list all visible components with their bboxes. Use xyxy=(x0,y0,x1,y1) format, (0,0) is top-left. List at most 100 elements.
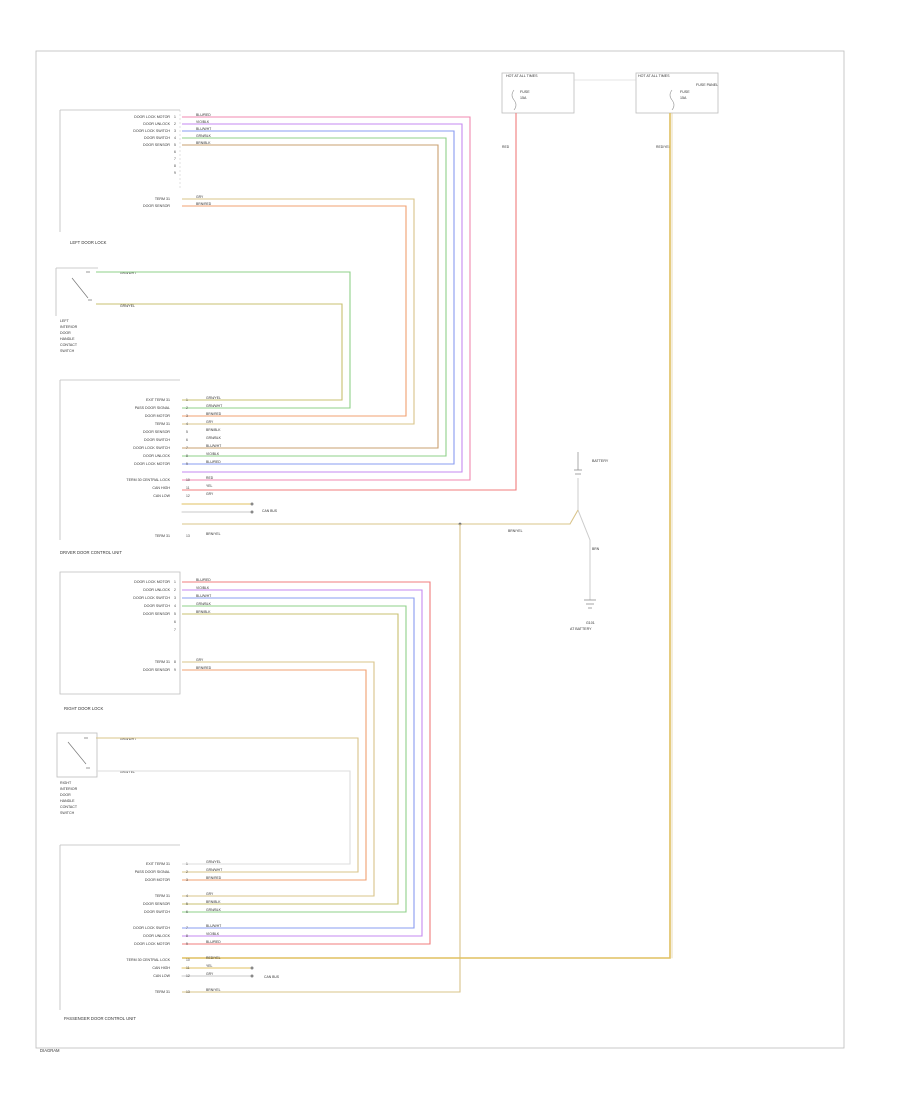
driver-unit-wire-label: BRN/RED xyxy=(206,412,222,416)
right-lock-pin: 3 xyxy=(174,596,176,600)
left-lock-wire xyxy=(182,137,447,457)
driver-unit-wire-label: VIO/BLK xyxy=(206,452,220,456)
right-lock-wire xyxy=(182,613,399,905)
pass-unit-wire-label: GRN/BLK xyxy=(206,908,222,912)
left-lock-label: DOOR LOCK MOTOR xyxy=(134,115,170,119)
pass-unit-wire-label: BRN/YEL xyxy=(206,988,221,992)
switch-caption-line: SWITCH xyxy=(60,349,75,353)
right-lock-label: DOOR UNLOCK xyxy=(143,588,170,592)
driver-unit-label: DOOR SWITCH xyxy=(144,438,170,442)
left-lock-wire xyxy=(182,198,415,425)
pass-unit-label: DOOR LOCK SWITCH xyxy=(133,926,170,930)
pass-unit-wire-label: GRN/WHT xyxy=(206,868,222,872)
driver-unit-wire-label: BLU/RED xyxy=(206,460,221,464)
left-lock-pin: 9 xyxy=(174,171,176,175)
right-lock-pin: 9 xyxy=(174,668,176,672)
driver-unit-pin: 12 xyxy=(186,494,190,498)
driver-unit-wire-label: BRN/YEL xyxy=(206,532,221,536)
pass-unit-label: PASS DOOR SIGNAL xyxy=(135,870,170,874)
driver-unit-label: CAN LOW xyxy=(153,494,170,498)
pass-unit-wire-label: BLU/WHT xyxy=(206,924,221,928)
left-lock-wire-label: VIO/BLK xyxy=(196,120,210,124)
right-lock-pin: 1 xyxy=(174,580,176,584)
right-switch-wire-tan xyxy=(96,737,359,873)
left-lock-pin: 8 xyxy=(174,164,176,168)
right-lock-label: DOOR LOCK SWITCH xyxy=(133,596,170,600)
driver-unit-label: CAN HIGH xyxy=(152,486,170,490)
ground-wire-label: BRN xyxy=(592,547,600,551)
left-switch-wire-1: GRN/WHT xyxy=(120,271,136,275)
right-lock-wire xyxy=(182,589,423,937)
driver-unit-label: EXIT TERM 31 xyxy=(146,398,170,402)
driver-unit-pin: 1 xyxy=(186,398,188,402)
driver-unit-wire-label: BLU/WHT xyxy=(206,444,221,448)
left-lock-title: LEFT DOOR LOCK xyxy=(70,240,107,245)
driver-unit-label: DOOR LOCK MOTOR xyxy=(134,462,170,466)
right-lock-wire xyxy=(182,581,431,945)
right-switch-symbol xyxy=(67,737,90,769)
ground-bus-wire-label: BRN/YEL xyxy=(508,529,523,533)
fuse-left-label: HOT AT ALL TIMES xyxy=(506,74,538,78)
driver-ground-wire xyxy=(182,509,579,525)
pass-unit-wire-label: BRN/RED xyxy=(206,876,222,880)
right-lock-label: DOOR SENSOR xyxy=(143,668,170,672)
pass-unit-pin: 11 xyxy=(186,966,190,970)
fuse-box-right xyxy=(635,72,719,114)
fuse-right-name: FUSE xyxy=(680,90,690,94)
right-lock-wire-label: GRY xyxy=(196,658,204,662)
switch-caption-line: SWITCH xyxy=(60,811,75,815)
switch-caption-line: CONTACT xyxy=(60,343,78,347)
pass-unit-wire-label: BLU/RED xyxy=(206,940,221,944)
switch-caption-line: RIGHT xyxy=(60,781,72,785)
pass-can-note: CAN BUS xyxy=(264,975,280,979)
left-lock-wire xyxy=(182,123,463,473)
row-layer: DOOR LOCK MOTOR DOOR UNLOCK DOOR LOCK SWIT… xyxy=(126,113,222,994)
wire-layer xyxy=(96,112,673,993)
switch-caption-line: INTERIOR xyxy=(60,787,78,791)
driver-can-high-dot xyxy=(250,502,254,506)
pass-unit-wire-label: GRY xyxy=(206,972,214,976)
left-switch-wire-2: GRN/YEL xyxy=(120,304,135,308)
driver-unit-wire-label: GRY xyxy=(206,492,214,496)
pass-unit-label: CAN HIGH xyxy=(152,966,170,970)
driver-unit-wire-label: GRN/WHT xyxy=(206,404,222,408)
pass-unit-pin: 10 xyxy=(186,958,190,962)
right-lock-box xyxy=(59,571,181,695)
pass-unit-pin: 1 xyxy=(186,862,188,866)
pass-unit-wire-label: YEL xyxy=(206,964,213,968)
fuse-right-wire-label: RED/YEL xyxy=(656,145,671,149)
left-lock-label: DOOR LOCK SWITCH xyxy=(133,129,170,133)
right-switch-box xyxy=(56,732,98,778)
driver-unit-label: DOOR SENSOR xyxy=(143,430,170,434)
left-lock-wire-label: BLU/WHT xyxy=(196,127,211,131)
driver-unit-wire-label: BRN/BLK xyxy=(206,428,221,432)
driver-unit-label: TERM 31 xyxy=(155,422,170,426)
pass-ground-wire xyxy=(182,524,461,993)
left-lock-wire xyxy=(182,130,455,465)
switch-caption-line: HANDLE xyxy=(60,337,75,341)
pass-unit-pin: 2 xyxy=(186,870,188,874)
fuse-left-name: FUSE xyxy=(520,90,530,94)
left-lock-pin: 1 xyxy=(174,115,176,119)
driver-unit-wire-label: GRN/YEL xyxy=(206,396,221,400)
driver-unit-pin: 5 xyxy=(186,430,188,434)
right-lock-wire-label: BLU/WHT xyxy=(196,594,211,598)
left-lock-pin: 3 xyxy=(174,129,176,133)
pass-unit-label: DOOR UNLOCK xyxy=(143,934,170,938)
right-lock-pin: 2 xyxy=(174,588,176,592)
pass-unit-label: DOOR SENSOR xyxy=(143,902,170,906)
driver-unit-pin: 13 xyxy=(186,534,190,538)
right-lock-pin: 8 xyxy=(174,660,176,664)
pass-unit-title: PASSENGER DOOR CONTROL UNIT xyxy=(64,1016,136,1021)
pass-unit-label: DOOR LOCK MOTOR xyxy=(134,942,170,946)
driver-unit-label: DOOR LOCK SWITCH xyxy=(133,446,170,450)
left-lock-label: DOOR SENSOR xyxy=(143,143,170,147)
right-lock-label: DOOR SENSOR xyxy=(143,612,170,616)
left-lock-pin: 2 xyxy=(174,122,176,126)
right-switch-wire-2: GRN/YEL xyxy=(120,770,135,774)
driver-unit-pin: 4 xyxy=(186,422,188,426)
right-lock-pin: 6 xyxy=(174,620,176,624)
pass-unit-label: TERM 31 xyxy=(155,894,170,898)
